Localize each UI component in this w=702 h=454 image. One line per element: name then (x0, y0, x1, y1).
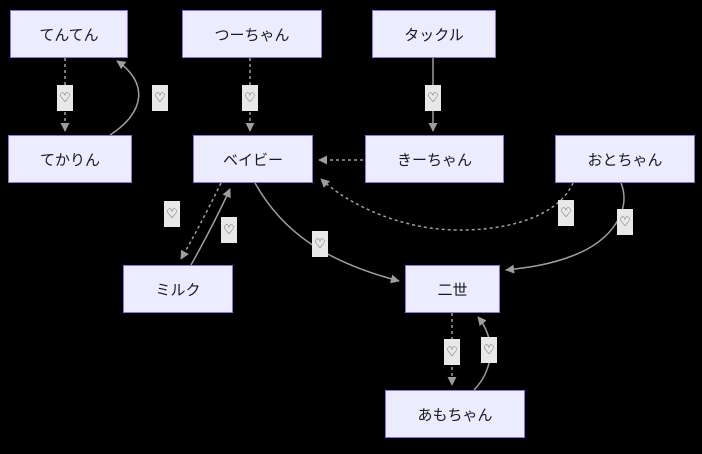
heart-label: ♡ (221, 217, 237, 243)
edge-otochan-to-nisei (505, 182, 625, 274)
heart-label: ♡ (444, 339, 460, 365)
node-amochan: あもちゃん (385, 390, 525, 438)
heart-label: ♡ (481, 337, 497, 363)
edge-tekarin-to-tenten (109, 60, 140, 136)
edge-otochan-to-baby (320, 178, 574, 231)
heart-label: ♡ (152, 85, 168, 111)
node-label: てかりん (39, 150, 100, 169)
node-label: つーちゃん (214, 25, 290, 44)
heart-label: ♡ (242, 85, 258, 111)
node-tekarin: てかりん (8, 135, 132, 183)
node-takkuru: タックル (372, 10, 496, 58)
node-miruku: ミルク (123, 265, 233, 313)
node-otochan: おとちゃん (555, 135, 695, 183)
node-label: あもちゃん (417, 405, 493, 424)
heart-label: ♡ (312, 231, 328, 257)
heart-label: ♡ (558, 200, 574, 226)
node-label: おとちゃん (587, 150, 663, 169)
node-label: ベイビー (222, 150, 283, 169)
heart-label: ♡ (57, 85, 73, 111)
edge-baby-to-miruku (180, 182, 222, 260)
node-label: てんてん (39, 25, 99, 44)
node-nisei: 二世 (405, 265, 500, 313)
node-baby: ベイビー (193, 135, 313, 183)
node-label: タックル (404, 25, 464, 44)
heart-label: ♡ (164, 201, 180, 227)
node-label: きーちゃん (396, 150, 472, 169)
node-kichan: きーちゃん (365, 135, 504, 183)
heart-label: ♡ (425, 85, 441, 111)
node-label: 二世 (437, 280, 468, 299)
heart-label: ♡ (617, 209, 633, 235)
node-tenten: てんてん (10, 10, 128, 58)
node-tsuchan: つーちゃん (182, 10, 322, 58)
node-label: ミルク (155, 280, 201, 299)
